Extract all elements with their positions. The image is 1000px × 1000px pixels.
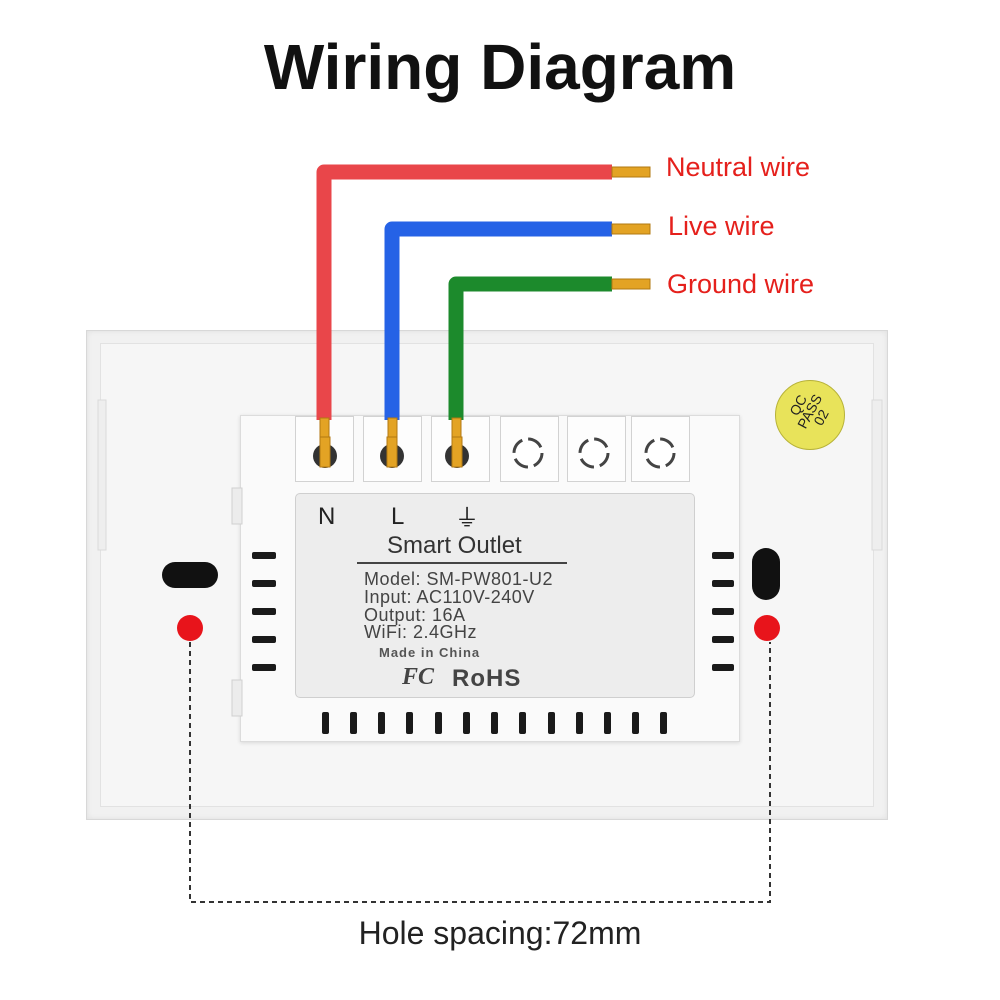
hole-spacing-label: Hole spacing:72mm: [358, 915, 642, 951]
fc-mark: FC: [402, 664, 435, 690]
product-name: Smart Outlet: [387, 532, 522, 559]
plate-edge-left: [97, 399, 107, 551]
rohs-mark: RoHS: [452, 665, 522, 692]
screw-l: [380, 436, 404, 468]
live-wire: [384, 221, 612, 420]
ground-wire: [448, 276, 612, 420]
mount-hole-marker-left: [177, 615, 203, 641]
neutral-wire-label: Neutral wire: [666, 152, 811, 182]
mount-hole-marker-right: [754, 615, 780, 641]
empty-terminal-2: [578, 437, 610, 469]
terminal-label-n: N: [318, 503, 336, 530]
live-wire-label: Live wire: [668, 211, 775, 241]
vent-slots-bottom: [322, 712, 667, 734]
spec-input: Input: AC110V-240V: [364, 587, 535, 607]
vent-slots-left: [252, 552, 276, 671]
plate-edge-right: [871, 399, 883, 551]
product-name-underline: [357, 562, 567, 564]
hole-spacing-guide: [189, 642, 771, 903]
ground-wire-label: Ground wire: [667, 269, 815, 299]
side-tab-left-upper: [231, 487, 243, 525]
neutral-wire: [316, 164, 612, 420]
side-tab-left-lower: [231, 679, 243, 717]
spec-wifi: WiFi: 2.4GHz: [364, 622, 478, 642]
terminal-label-l: L: [391, 503, 405, 530]
screw-n: [313, 436, 337, 468]
empty-terminal-3: [644, 437, 676, 469]
ground-wire-tip: [611, 278, 651, 290]
screw-ground: [445, 436, 469, 468]
empty-terminal-1: [512, 437, 544, 469]
spec-model: Model: SM-PW801-U2: [364, 569, 554, 589]
terminal-label-ground: ⏚: [455, 505, 479, 532]
diagram-title: Wiring Diagram: [263, 31, 737, 103]
qc-pass-sticker: [775, 380, 845, 450]
mounting-slot-right: [752, 548, 780, 600]
neutral-wire-tip: [611, 166, 651, 178]
live-wire-tip: [611, 223, 651, 235]
made-in-label: Made in China: [379, 645, 481, 660]
mounting-slot-left: [162, 562, 218, 588]
product-label-panel: [295, 493, 695, 698]
vent-slots-right: [712, 552, 734, 671]
spec-output: Output: 16A: [364, 605, 466, 625]
